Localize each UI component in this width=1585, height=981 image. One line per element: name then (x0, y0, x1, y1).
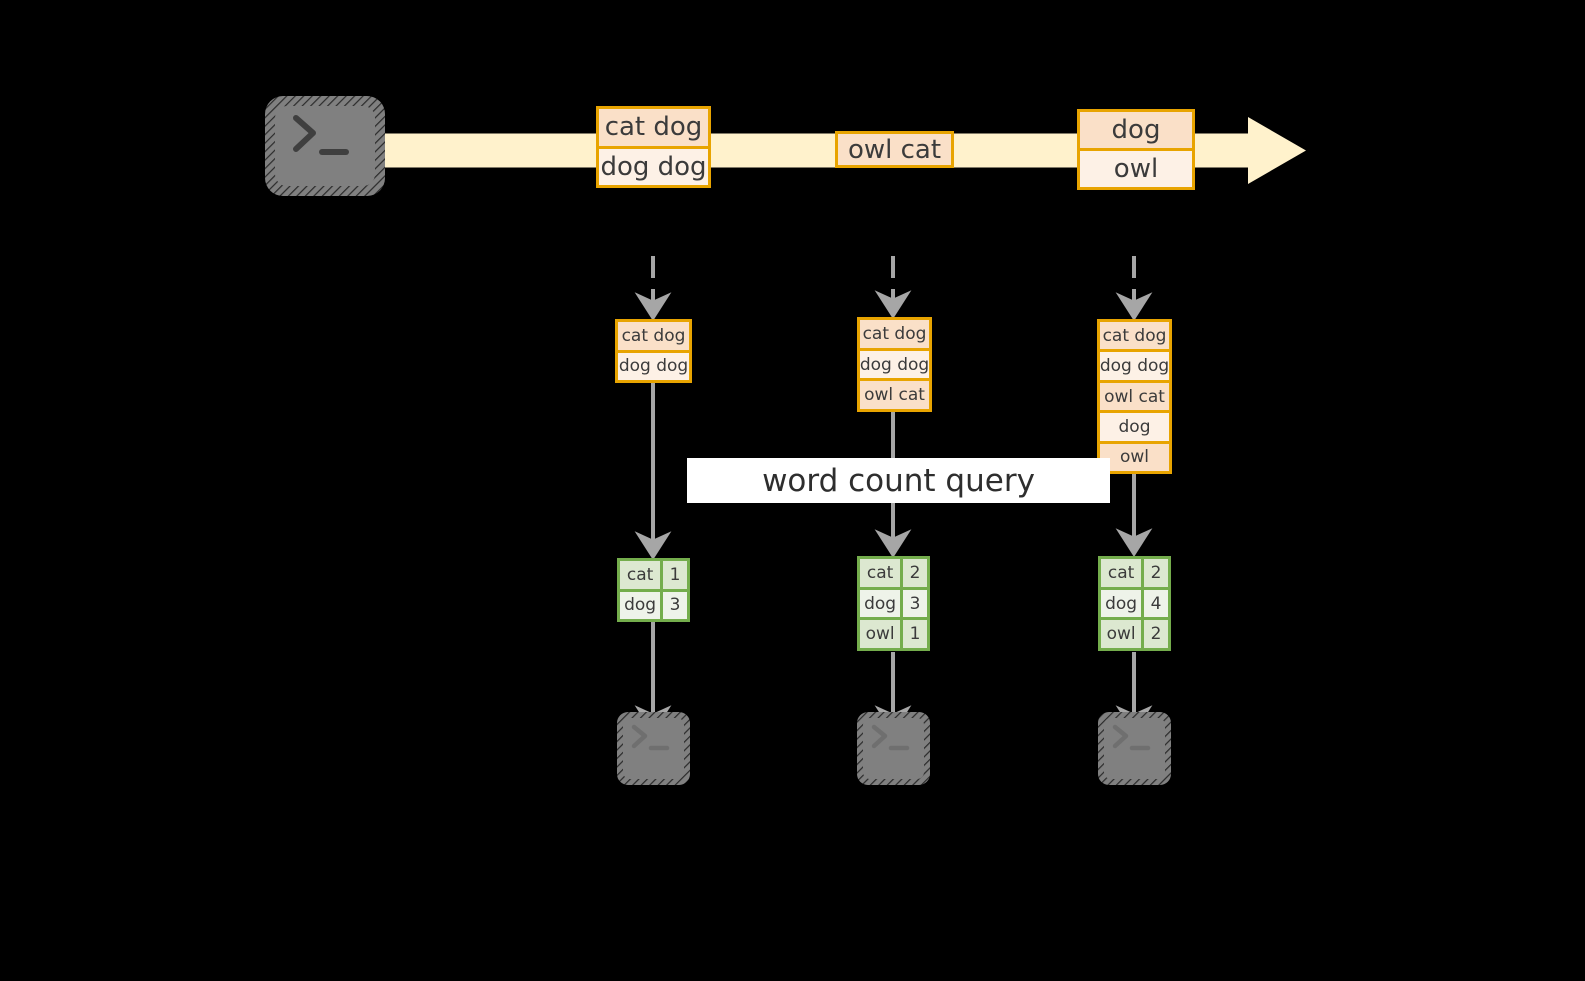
terminal-icon-sink-col1 (617, 712, 690, 785)
result-count: 3 (900, 589, 927, 618)
state-row: cat dog (618, 322, 689, 350)
stream-record: owl (1080, 148, 1192, 187)
state-table-col2[interactable]: cat dog dog dog owl cat (857, 317, 932, 412)
result-word: dog (620, 591, 661, 619)
table-row: owl 1 (860, 617, 927, 649)
state-row: owl (1100, 440, 1169, 472)
query-label: word count query (762, 462, 1035, 499)
state-table-col1[interactable]: cat dog dog dog (615, 319, 692, 383)
state-row: dog dog (860, 347, 929, 379)
table-row: owl 2 (1101, 617, 1168, 649)
result-word: owl (1101, 620, 1142, 649)
table-row: dog 4 (1101, 586, 1168, 618)
stream-record: cat dog (599, 109, 708, 146)
result-count: 2 (1141, 620, 1168, 649)
result-count: 3 (660, 591, 687, 619)
result-word: dog (860, 589, 901, 618)
state-table-col3[interactable]: cat dog dog dog owl cat dog owl (1097, 319, 1172, 474)
table-row: cat 2 (1101, 559, 1168, 587)
state-row: cat dog (860, 320, 929, 348)
state-row: owl cat (1100, 379, 1169, 411)
result-word: dog (1101, 589, 1142, 618)
result-count: 2 (1141, 559, 1168, 587)
query-label-band: word count query (687, 458, 1110, 503)
state-row: dog dog (1100, 349, 1169, 380)
result-table-col3[interactable]: cat 2 dog 4 owl 2 (1098, 556, 1171, 651)
terminal-icon-sink-col2 (857, 712, 930, 785)
terminal-icon-sink-col3 (1098, 712, 1171, 785)
state-row: cat dog (1100, 322, 1169, 350)
stream-record: dog dog (599, 145, 708, 185)
state-row: owl cat (860, 378, 929, 410)
table-row: cat 1 (620, 561, 687, 589)
result-count: 4 (1141, 589, 1168, 618)
result-word: cat (860, 559, 901, 587)
result-table-col2[interactable]: cat 2 dog 3 owl 1 (857, 556, 930, 651)
terminal-icon-source (265, 96, 385, 196)
result-count: 2 (900, 559, 927, 587)
stream-group-3[interactable]: dog owl (1077, 109, 1195, 190)
result-count: 1 (900, 620, 927, 649)
result-count: 1 (660, 561, 687, 589)
result-word: cat (1101, 559, 1142, 587)
table-row: dog 3 (860, 586, 927, 618)
stream-group-1[interactable]: cat dog dog dog (596, 106, 711, 188)
stream-record: owl cat (838, 134, 951, 165)
stream-record: dog (1080, 112, 1192, 148)
result-word: cat (620, 561, 661, 589)
stream-group-2[interactable]: owl cat (835, 131, 954, 168)
table-row: dog 3 (620, 588, 687, 619)
result-table-col1[interactable]: cat 1 dog 3 (617, 558, 690, 622)
result-word: owl (860, 620, 901, 649)
state-row: dog dog (618, 349, 689, 380)
table-row: cat 2 (860, 559, 927, 587)
state-row: dog (1100, 410, 1169, 441)
